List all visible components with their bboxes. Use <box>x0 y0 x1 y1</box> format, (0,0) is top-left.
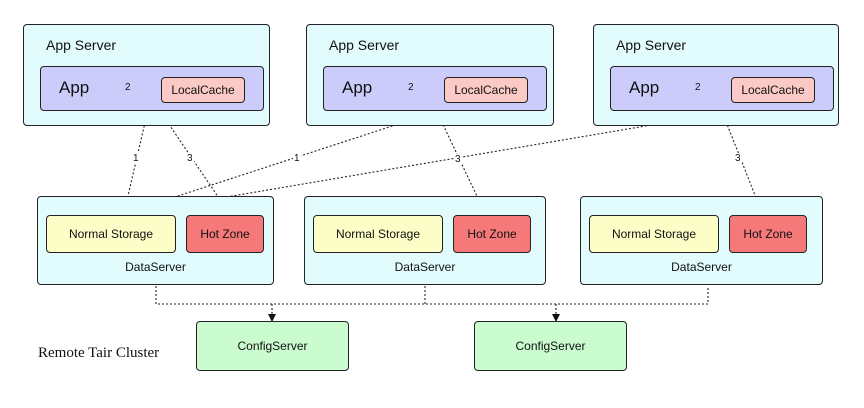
normal-storage-box: Normal Storage <box>589 215 719 253</box>
normal-storage-box: Normal Storage <box>313 215 443 253</box>
app-box: App 2 LocalCache <box>323 66 547 111</box>
dataserver-2: Normal Storage Hot Zone DataServer <box>304 196 546 285</box>
localcache-box: LocalCache <box>161 77 245 103</box>
hot-zone-box: Hot Zone <box>186 215 264 253</box>
app-box: App 2 LocalCache <box>610 66 834 111</box>
app-server-title: App Server <box>46 37 117 53</box>
link-label-2: 2 <box>695 82 701 93</box>
dataserver-label: DataServer <box>125 260 186 274</box>
app-box: App 2 LocalCache <box>40 66 264 111</box>
app-server-3: App Server App 2 LocalCache <box>593 24 839 126</box>
app-server-2: App Server App 2 LocalCache <box>306 24 554 126</box>
app-label: App <box>59 78 90 97</box>
cluster-label: Remote Tair Cluster <box>38 345 160 361</box>
hot-zone-box: Hot Zone <box>453 215 531 253</box>
dataserver-3: Normal Storage Hot Zone DataServer <box>580 196 823 285</box>
dataserver-label: DataServer <box>671 260 732 274</box>
app-server-1: App Server App 2 LocalCache <box>23 24 270 126</box>
link-ds-config-bus <box>155 286 709 305</box>
app-server-title: App Server <box>329 37 400 53</box>
app-label: App <box>629 78 660 97</box>
app-server-title: App Server <box>616 37 687 53</box>
configserver-1: ConfigServer <box>196 321 349 371</box>
app-label: App <box>342 78 373 97</box>
localcache-box: LocalCache <box>731 77 815 103</box>
edge-label-1: 1 <box>293 153 301 164</box>
link-label-2: 2 <box>125 82 131 93</box>
edge-label-1: 1 <box>132 153 140 164</box>
normal-storage-box: Normal Storage <box>46 215 176 253</box>
link-label-2: 2 <box>408 82 414 93</box>
edge-label-3: 3 <box>734 153 742 164</box>
dataserver-label: DataServer <box>394 260 456 274</box>
configserver-2: ConfigServer <box>474 321 627 371</box>
hot-zone-box: Hot Zone <box>729 215 807 253</box>
link-1-normal-cache2 <box>131 111 433 212</box>
localcache-box: LocalCache <box>444 77 528 103</box>
edge-label-3: 3 <box>186 153 194 164</box>
edge-label-3: 3 <box>454 154 462 165</box>
dataserver-1: Normal Storage Hot Zone DataServer <box>37 196 274 285</box>
